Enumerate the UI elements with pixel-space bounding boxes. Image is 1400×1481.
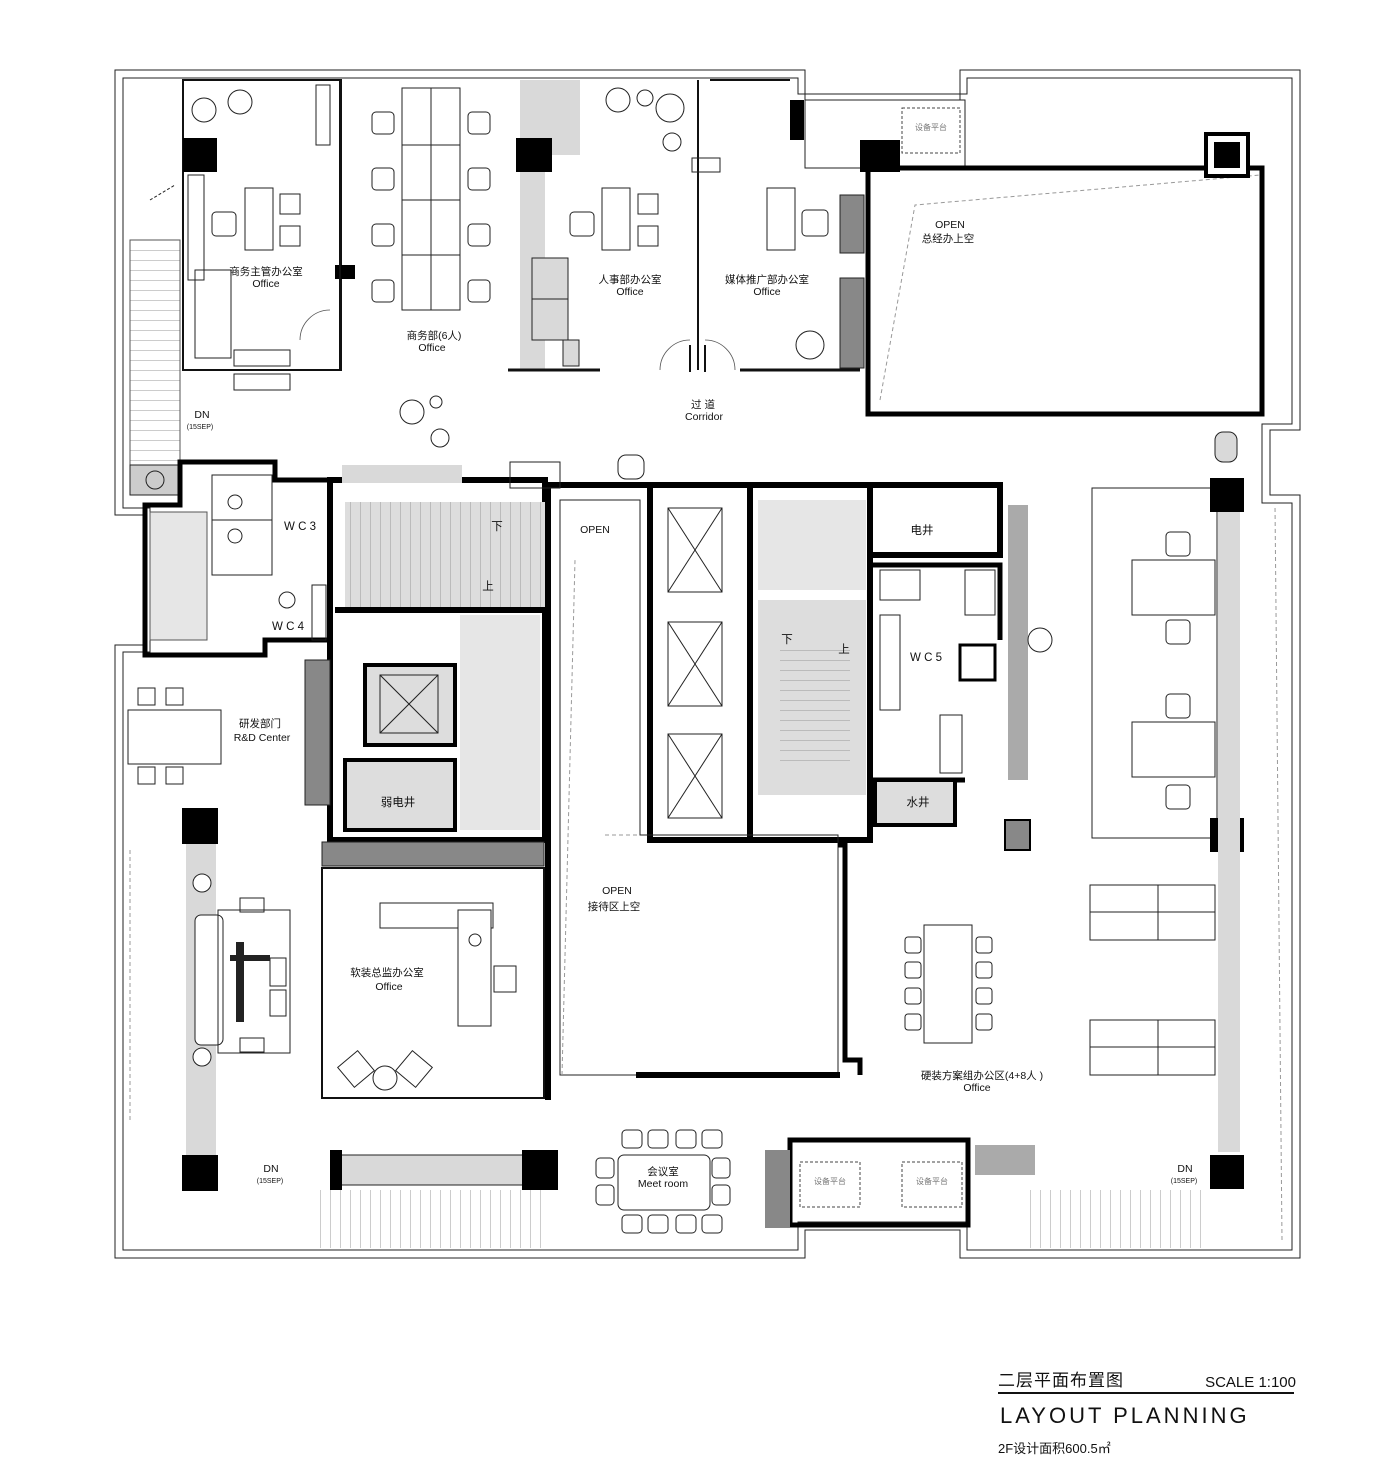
dn-bottom-right-ref: (15SEP) bbox=[1171, 1178, 1197, 1185]
equip-platform-label-b2: 设备平台 bbox=[916, 1176, 948, 1186]
biz-dept-en: Office bbox=[418, 342, 445, 354]
meeting-en: Meet room bbox=[638, 1178, 688, 1190]
hard-office-cn: 硬装方案组办公区(4+8人 ) bbox=[921, 1069, 1043, 1082]
plan-title-en: LAYOUT PLANNING bbox=[1000, 1403, 1250, 1428]
stair-up-center: 上 bbox=[482, 580, 494, 593]
biz-mgr-cn: 商务主管办公室 bbox=[229, 265, 303, 278]
corridor-furniture bbox=[342, 395, 1238, 489]
core-center: 下 上 弱电井 bbox=[304, 477, 548, 867]
stair-up-right: 上 bbox=[838, 643, 850, 656]
dn-top-ref: (15SEP) bbox=[187, 424, 213, 431]
bottom-stairs: DN (15SEP) DN (15SEP) bbox=[257, 1150, 1210, 1248]
meeting-cn: 会议室 bbox=[647, 1165, 679, 1178]
elevator-bank bbox=[647, 482, 753, 843]
dn-top-label: DN bbox=[194, 409, 209, 421]
biz-dept-cn: 商务部(6人) bbox=[407, 329, 462, 342]
plan-scale: SCALE 1:100 bbox=[1205, 1374, 1296, 1391]
soft-office-en: Office bbox=[375, 981, 402, 993]
stair-right: 下 上 bbox=[747, 482, 873, 843]
water-shaft-label: 水井 bbox=[907, 795, 930, 809]
rd-label-cn: 研发部门 bbox=[239, 717, 281, 730]
service-block-right: 电井 W C 5 水井 bbox=[867, 482, 1053, 851]
lounge-left bbox=[129, 808, 291, 1191]
rd-label-en: R&D Center bbox=[234, 732, 291, 744]
rd-area: 研发部门 R&D Center bbox=[127, 687, 291, 785]
equip-platform-label-top: 设备平台 bbox=[915, 122, 947, 132]
equipment-platform-bottom: 设备平台 设备平台 bbox=[765, 1137, 1035, 1228]
open-top-label: OPEN bbox=[580, 524, 610, 536]
wc-block-left: W C 3 W C 4 bbox=[142, 459, 333, 658]
top-labels: 商务主管办公室 Office 商务部(6人) Office 人事部办公室 Off… bbox=[229, 265, 809, 423]
hard-decoration-office: 硬装方案组办公区(4+8人 ) Office bbox=[904, 478, 1283, 1241]
elec-shaft-label: 电井 bbox=[911, 523, 934, 537]
reception-open-cn: 接待区上空 bbox=[588, 900, 641, 913]
stair-down-center: 下 bbox=[491, 521, 503, 533]
equipment-platform-top: 设备平台 bbox=[804, 99, 966, 172]
media-cn: 媒体推广部办公室 bbox=[725, 273, 809, 286]
reception-open-en: OPEN bbox=[602, 885, 632, 897]
hard-office-en: Office bbox=[963, 1082, 990, 1094]
biz-mgr-en: Office bbox=[252, 278, 279, 290]
soft-director-office: 软装总监办公室 Office bbox=[321, 867, 545, 1099]
weak-shaft-label: 弱电井 bbox=[381, 795, 416, 809]
gm-open-area: OPEN 总经办上空 bbox=[865, 132, 1265, 417]
dn-bottom-left-ref: (15SEP) bbox=[257, 1178, 283, 1185]
hr-cn: 人事部办公室 bbox=[599, 273, 662, 286]
meeting-room: 会议室 Meet room bbox=[595, 1129, 731, 1234]
corridor-cn: 过 道 bbox=[691, 398, 715, 411]
reception-open: OPEN OPEN 接待区上空 bbox=[545, 482, 863, 1100]
outer-walls bbox=[114, 69, 1301, 1259]
plan-title-cn: 二层平面布置图 bbox=[998, 1371, 1124, 1390]
equip-platform-label-b1: 设备平台 bbox=[814, 1176, 846, 1186]
dn-bottom-right: DN bbox=[1177, 1163, 1192, 1175]
gm-open-en: OPEN bbox=[935, 219, 965, 231]
office-block-top bbox=[182, 79, 355, 391]
media-office bbox=[659, 79, 865, 372]
stair-down-right: 下 bbox=[781, 634, 793, 646]
hr-en: Office bbox=[616, 286, 643, 298]
plan-area: 2F设计面积600.5㎡ bbox=[998, 1441, 1111, 1456]
wc3-label: W C 3 bbox=[284, 521, 316, 533]
corridor-en: Corridor bbox=[685, 411, 723, 423]
gm-open-cn: 总经办上空 bbox=[922, 232, 975, 245]
hr-office bbox=[508, 80, 685, 372]
title-rule bbox=[998, 1392, 1294, 1394]
media-en: Office bbox=[753, 286, 780, 298]
stair-left-top: DN (15SEP) bbox=[129, 184, 213, 496]
soft-office-cn: 软装总监办公室 bbox=[350, 966, 424, 979]
wc5-label: W C 5 bbox=[910, 652, 942, 664]
business-dept-area bbox=[371, 87, 491, 311]
wc4-label: W C 4 bbox=[272, 621, 305, 633]
dn-bottom-left: DN bbox=[263, 1163, 278, 1175]
